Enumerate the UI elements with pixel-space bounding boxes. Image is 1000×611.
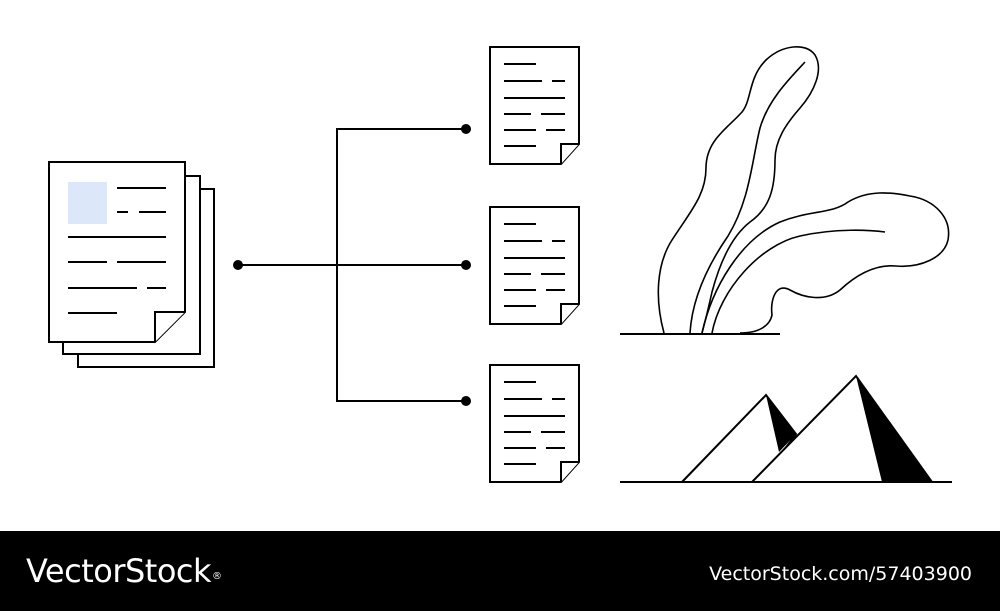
document-icon-bottom (489, 364, 580, 483)
document-icon-top (489, 46, 580, 165)
connector-dot-middle (461, 260, 471, 270)
small-pyramid-shadow (766, 395, 796, 452)
connector-dot-bottom (461, 396, 471, 406)
brand-name: VectorStock (26, 552, 212, 590)
wide-leaf (701, 192, 950, 334)
document-stack-icon (48, 161, 215, 368)
page-fold-corner (154, 311, 185, 342)
connector-dot-top (461, 124, 471, 134)
image-credit: VectorStock.com/57403900 (709, 563, 972, 585)
image-placeholder (68, 182, 107, 224)
tall-leaf-vein (689, 61, 806, 334)
registered-mark: ® (212, 571, 222, 582)
pyramid-icon (620, 374, 952, 483)
text-lines (68, 187, 166, 314)
big-pyramid-shadow (856, 376, 932, 482)
vectorstock-logo: VectorStock® (26, 551, 222, 591)
tall-leaf (657, 46, 820, 334)
connector-dot-source (233, 260, 243, 270)
document-icon-middle (489, 206, 580, 325)
wide-leaf-vein (711, 229, 886, 334)
leaf-icon (620, 46, 950, 335)
branch-connector (233, 124, 471, 406)
watermark-footer: VectorStock® VectorStock.com/57403900 (0, 531, 1000, 611)
document-split-diagram (48, 46, 952, 483)
